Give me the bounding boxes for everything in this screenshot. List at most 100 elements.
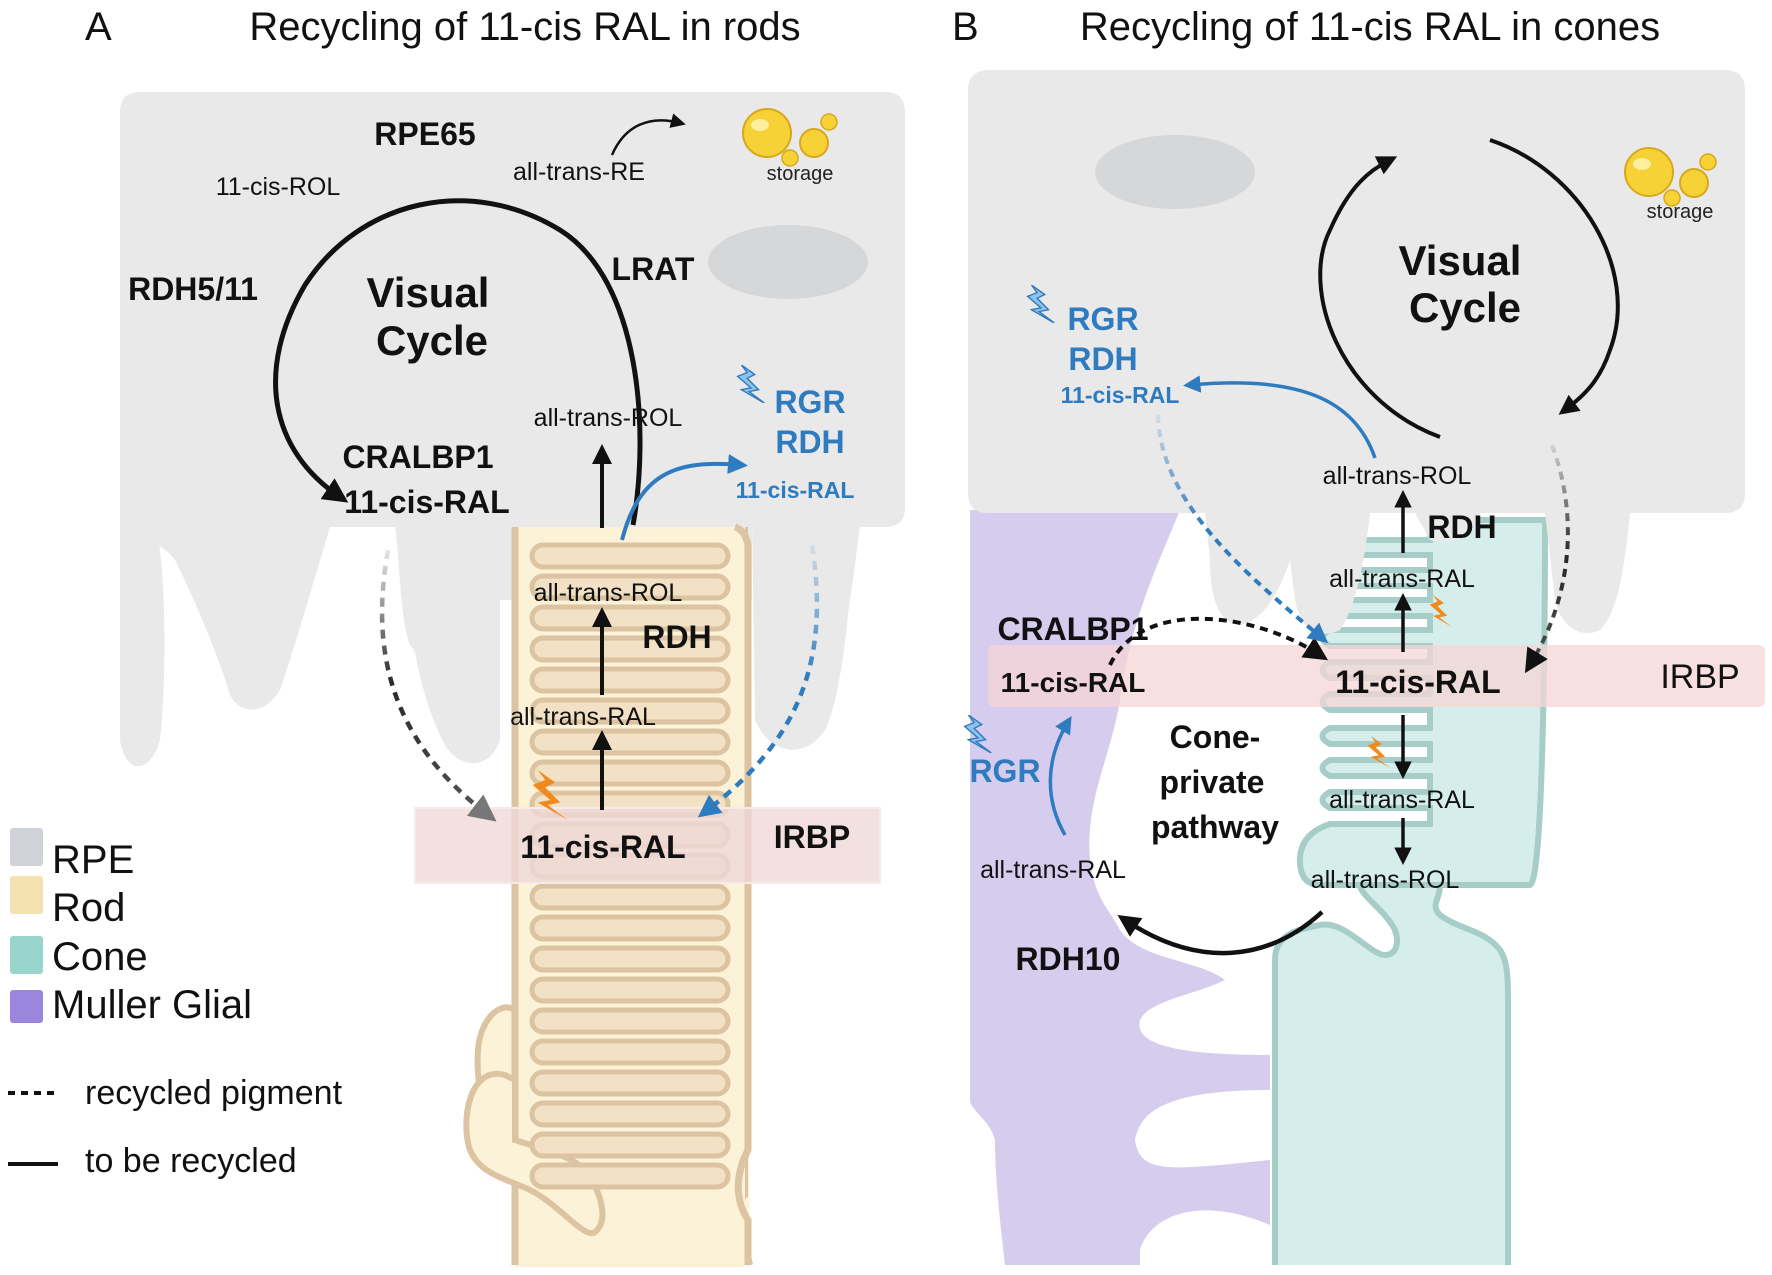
rod-disc (529, 666, 731, 694)
blue-arrow-rod-to-rgr (620, 454, 748, 541)
storage-label-a: storage (767, 163, 834, 185)
rod-disc (529, 542, 731, 570)
legend-label-muller: Muller Glial (52, 983, 252, 1027)
all-trans-ral-rod-label: all-trans-RAL (510, 703, 656, 731)
cycle-label-b: Cycle (1409, 284, 1521, 331)
storage-arrow-a (610, 113, 686, 156)
cone (1272, 517, 1549, 1265)
cis-ral-rpe-label-a: 11-cis-RAL (344, 484, 509, 520)
rod-disc (529, 1038, 731, 1066)
arrow-cone-to-muller-rdh10 (1117, 910, 1324, 956)
rod-disc (529, 914, 731, 942)
rpe-cell-a (120, 92, 905, 767)
rod-disc (529, 604, 731, 632)
irbp-band-b (988, 645, 1765, 707)
all-trans-rol-bottom-label-b: all-trans-ROL (1311, 866, 1460, 894)
rpe-body-b (968, 70, 1745, 634)
all-trans-re-label: all-trans-RE (513, 158, 645, 186)
legend-dashed-label: recycled pigment (85, 1074, 343, 1112)
cralbp1-label-a: CRALBP1 (342, 439, 493, 475)
dashed-arrow-rpe-to-cone-b (1524, 444, 1570, 674)
rdh-top-label-b: RDH (1068, 341, 1137, 377)
rdh-label-b: RDH (1427, 509, 1496, 545)
rod-disc (529, 1007, 731, 1035)
rod-disc (529, 573, 731, 601)
visual-label-a: Visual (367, 269, 490, 316)
legend-solid-label: to be recycled (85, 1142, 297, 1180)
panel-a-letter: A (85, 5, 112, 49)
rpe-microvillus-a-left (120, 500, 165, 767)
cis-ral-cone-label: 11-cis-RAL (1335, 664, 1500, 700)
dashed-arrow-muller-to-cone (1108, 616, 1329, 666)
rod-disc (529, 1069, 731, 1097)
cis-ral-blue-label-a: 11-cis-RAL (736, 477, 855, 503)
rpe65-label: RPE65 (374, 116, 475, 152)
rod-disc (529, 635, 731, 663)
panel-b-letter: B (952, 5, 979, 49)
rgr-top-label-b: RGR (1067, 301, 1138, 337)
all-trans-rol-rod-label: all-trans-ROL (534, 579, 683, 607)
panel-b: B Recycling of 11-cis RAL in cones IRBP … (952, 5, 1765, 1265)
rod-disc (529, 883, 731, 911)
cycle-label-a: Cycle (376, 317, 488, 364)
rod-disc (529, 759, 731, 787)
rdh-label-a: RDH (642, 619, 711, 655)
rpe-microvillus-a-right (752, 520, 855, 750)
rpe-cell-b (968, 70, 1745, 634)
storage-label-b: storage (1647, 201, 1714, 223)
cis-ral-blue-label-b: 11-cis-RAL (1061, 382, 1180, 408)
legend-swatch-muller (10, 990, 43, 1023)
rod-outer-segment (463, 523, 753, 1267)
cralbp1-label-b: CRALBP1 (997, 611, 1148, 647)
cone-body (1272, 882, 1511, 1265)
cone-private-label-2: private (1160, 764, 1265, 800)
rpe-nucleus-b (1095, 135, 1255, 209)
visual-label-b: Visual (1399, 237, 1522, 284)
rod-disc (529, 1162, 731, 1190)
storage-icon-a (742, 108, 838, 167)
rgr-muller-label: RGR (969, 753, 1040, 789)
all-trans-rol-rpe-label-b: all-trans-ROL (1323, 462, 1472, 490)
rgr-label-a: RGR (774, 384, 845, 420)
legend: RPE Rod Cone Muller Glial recycled pigme… (8, 828, 343, 1180)
all-trans-rol-rpe-label-a: all-trans-ROL (534, 404, 683, 432)
storage-icon-b (1624, 147, 1717, 207)
legend-swatch-rpe (10, 828, 43, 866)
legend-label-rpe: RPE (52, 838, 134, 882)
irbp-label-b: IRBP (1660, 658, 1739, 696)
blue-arrow-rol-to-rgr-b (1183, 375, 1377, 459)
rod-disc (529, 976, 731, 1004)
rod-disc (529, 945, 731, 973)
cone-private-label-1: Cone- (1170, 719, 1261, 755)
legend-label-rod: Rod (52, 886, 125, 930)
cis-ral-rod-label: 11-cis-RAL (520, 829, 685, 865)
dashed-blue-arrow-rgr-to-cone-b (1156, 414, 1329, 644)
panel-a: A Recycling of 11-cis RAL in rods IRBP V… (85, 5, 905, 1267)
rdh-blue-label-a: RDH (775, 424, 844, 460)
rod-disc (529, 697, 731, 725)
lrat-label: LRAT (612, 251, 695, 287)
panel-a-title: Recycling of 11-cis RAL in rods (249, 5, 800, 49)
cis-ral-muller-label: 11-cis-RAL (1001, 667, 1146, 698)
all-trans-ral-top-label-b: all-trans-RAL (1329, 565, 1475, 593)
rod-disc (529, 1100, 731, 1128)
visual-cycle-arrow-a (273, 198, 643, 526)
rod-disc (529, 728, 731, 756)
dashed-blue-arrow-rgr-to-rod-a (697, 544, 820, 818)
dashed-arrow-rpe-to-rod-a (379, 549, 497, 822)
visual-cycle-arrow-b-right (1489, 138, 1620, 415)
legend-swatch-rod (10, 876, 43, 914)
legend-label-cone: Cone (52, 935, 148, 979)
all-trans-ral-muller-label: all-trans-RAL (980, 856, 1126, 884)
rdh5-11-label: RDH5/11 (128, 271, 258, 307)
rpe-microvillus-a-mid (400, 520, 500, 764)
cone-private-label-3: pathway (1151, 809, 1279, 845)
rod-disc (529, 1131, 731, 1159)
legend-swatch-cone (10, 936, 43, 974)
rod-edge-right (733, 523, 752, 1265)
rpe-nucleus-a (708, 225, 868, 299)
all-trans-ral-bottom-label-b: all-trans-RAL (1329, 786, 1475, 814)
irbp-label-a: IRBP (774, 819, 850, 855)
blue-arrow-trans-to-cis-muller (1048, 716, 1072, 836)
